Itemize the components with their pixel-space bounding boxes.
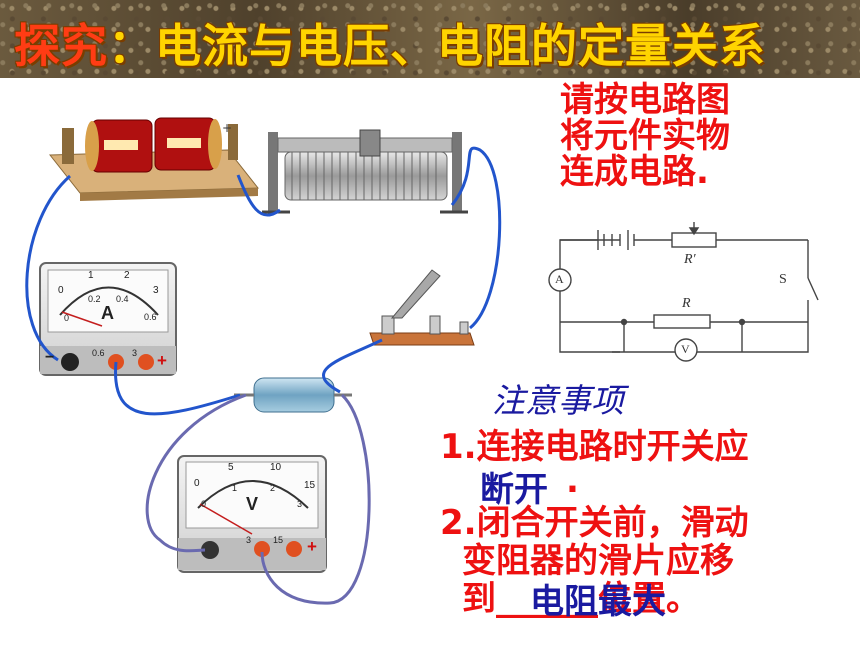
note-answer-2: 电阻最大	[530, 582, 666, 622]
title-part1: 探究	[14, 19, 108, 73]
ammeter	[39, 262, 177, 376]
title-part2: 电流与电压、电阻的定量关系	[155, 19, 766, 73]
note-item-2-line-3: 到______位置。	[462, 580, 700, 618]
voltmeter	[177, 455, 327, 573]
note-item-2-start: 到	[462, 579, 496, 619]
ammeter-terminal-label: −	[45, 349, 55, 366]
voltmeter-terminal-label: +	[307, 537, 317, 556]
schematic-ammeter-label: A	[555, 272, 564, 286]
note-item-1-end: .	[566, 461, 579, 501]
note-answer-1: 断开	[480, 470, 548, 510]
title-bar: 探究：电流与电压、电阻的定量关系	[0, 0, 860, 78]
schematic-resistor-label: R	[682, 296, 691, 311]
rheostat	[262, 129, 468, 214]
circuit-schematic	[548, 222, 819, 362]
title-sep: ：	[108, 19, 155, 73]
voltmeter-top-tick: 5	[228, 462, 234, 473]
ammeter-bottom-tick: 0.4	[116, 294, 129, 304]
ammeter-top-tick: 3	[153, 285, 159, 296]
ammeter-terminal-label: 0.6	[92, 348, 105, 358]
instruction-text: 请按电路图 将元件实物 连成电路.	[560, 82, 820, 190]
ammeter-bottom-tick: 0.6	[144, 312, 157, 322]
note-item-1: 1.连接电路时开关应	[440, 427, 749, 467]
ammeter-bottom-tick: 0	[64, 313, 70, 323]
voltmeter-bottom-tick: 2	[270, 483, 276, 493]
schematic-voltmeter-label: V	[681, 342, 690, 356]
knife-switch	[369, 269, 475, 346]
notes-heading: 注意事项	[492, 381, 624, 420]
voltmeter-bottom-tick: 0	[201, 499, 207, 509]
voltmeter-terminal-label: 15	[273, 535, 284, 545]
ammeter-top-tick: 2	[124, 270, 130, 281]
voltmeter-bottom-tick: 3	[297, 499, 303, 509]
ammeter-top-tick: 0	[58, 285, 64, 296]
note-item-2-end: 位置。	[598, 579, 700, 619]
battery-pack: +	[48, 117, 260, 201]
voltmeter-top-tick: 0	[194, 478, 200, 489]
voltmeter-bottom-tick: 1	[232, 483, 238, 493]
voltmeter-letter: V	[246, 494, 259, 514]
voltmeter-terminal-label: 3	[246, 535, 252, 545]
svg-text:+: +	[222, 121, 232, 135]
ammeter-bottom-tick: 0.2	[88, 294, 101, 304]
note-item-2-line-2: 变阻器的滑片应移	[462, 541, 734, 581]
voltmeter-top-tick: 15	[304, 480, 316, 491]
schematic-rheostat-label: R′	[684, 252, 696, 267]
ammeter-letter: A	[101, 303, 114, 323]
page-title: 探究：电流与电压、电阻的定量关系	[14, 10, 766, 76]
ammeter-top-tick: 1	[88, 270, 94, 281]
schematic-switch-label: S	[779, 272, 787, 287]
ammeter-terminal-label: 3	[132, 348, 138, 358]
instruction-line: 连成电路.	[560, 152, 709, 192]
note-item-2-line-1: 2.闭合开关前，滑动	[440, 503, 749, 543]
wires	[25, 146, 502, 605]
ammeter-terminal-label: +	[157, 351, 167, 370]
instruction-line: 将元件实物	[560, 116, 730, 156]
note-item-2-blank: ______	[496, 579, 598, 619]
voltmeter-top-tick: 10	[270, 462, 282, 473]
resistor	[234, 377, 352, 413]
instruction-line: 请按电路图	[560, 80, 730, 120]
